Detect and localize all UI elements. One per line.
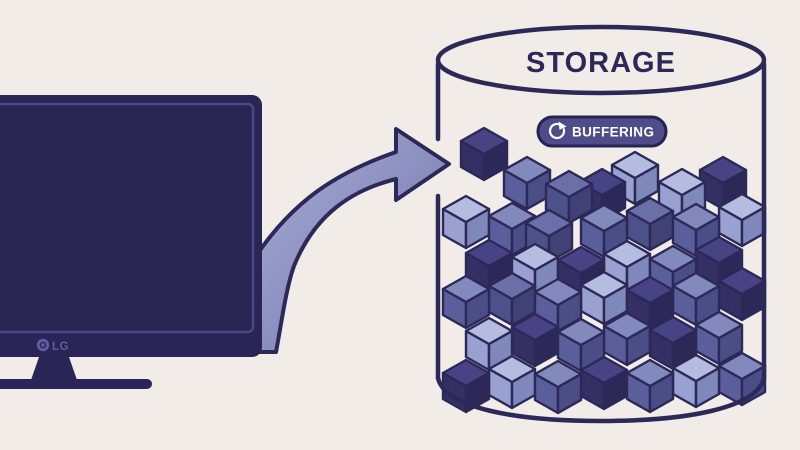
- cube-face: [556, 245, 606, 275]
- flow-arrow: [249, 127, 451, 354]
- cube-face: [671, 271, 721, 301]
- cube-face: [487, 354, 537, 384]
- cube-face: [694, 310, 744, 340]
- storage-cube: [459, 126, 509, 182]
- lg-logo-icon: [36, 338, 50, 352]
- storage-cube: [441, 194, 491, 250]
- cube-face: [510, 312, 560, 342]
- lg-logo: LG: [36, 338, 69, 353]
- storage-cube-field: [441, 126, 767, 415]
- cube-face: [464, 316, 514, 346]
- cube-face: [579, 270, 629, 300]
- refresh-icon-arc: [548, 122, 566, 140]
- refresh-icon: [548, 121, 567, 140]
- flow-arrow-shape: [249, 127, 451, 354]
- cylinder-walls: [435, 61, 767, 424]
- tv-screen: [0, 102, 255, 334]
- cube-face: [602, 311, 652, 341]
- cube-face: [544, 169, 594, 199]
- storage-cube: [610, 150, 660, 206]
- cube-face: [717, 266, 767, 296]
- storage-cube: [487, 354, 537, 410]
- cube-face: [610, 150, 660, 180]
- cube-face: [717, 351, 767, 381]
- storage-cube: [717, 351, 767, 407]
- storage-cube: [510, 312, 560, 368]
- cube-face: [524, 208, 574, 238]
- storage-cube: [579, 203, 629, 259]
- cube-face: [625, 275, 675, 305]
- cube-face: [602, 239, 652, 269]
- cube-face: [441, 274, 491, 304]
- buffering-badge: BUFFERING: [536, 115, 668, 148]
- cube-face: [464, 238, 514, 268]
- storage-cube: [625, 358, 675, 414]
- storage-cube: [579, 270, 629, 326]
- cube-face: [441, 358, 491, 388]
- cube-face: [487, 201, 537, 231]
- tv-stand-neck: [31, 357, 77, 380]
- cube-face: [625, 196, 675, 226]
- cylinder-top-ellipse: [435, 24, 767, 96]
- storage-cylinder: STORAGE: [435, 24, 767, 96]
- cube-face: [533, 359, 583, 389]
- cube-face: [487, 271, 537, 301]
- storage-cube: [698, 155, 748, 211]
- storage-cube: [487, 271, 537, 327]
- buffering-label: BUFFERING: [572, 125, 654, 140]
- cube-face: [694, 235, 744, 265]
- storage-cube: [648, 315, 698, 371]
- cube-face: [671, 353, 721, 383]
- cube-face: [717, 192, 767, 222]
- cube-face: [625, 358, 675, 388]
- buffering-badge-pill: [536, 115, 668, 148]
- storage-cube: [602, 311, 652, 367]
- cube-face: [648, 315, 698, 345]
- cylinder-bottom-arc: [435, 375, 767, 424]
- tv: LG: [0, 95, 262, 389]
- cube-face: [533, 277, 583, 307]
- cube-face: [671, 202, 721, 232]
- cube-face: [459, 126, 509, 156]
- storage-cube: [694, 310, 744, 366]
- lg-logo-icon-detail: [39, 341, 47, 349]
- storage-cube: [502, 155, 552, 211]
- storage-cube: [533, 359, 583, 415]
- cube-face: [579, 203, 629, 233]
- cube-face: [657, 167, 707, 197]
- storage-cube: [671, 353, 721, 409]
- cube-face: [698, 155, 748, 185]
- storage-cube: [625, 196, 675, 252]
- cube-face: [510, 242, 560, 272]
- cube-face: [502, 155, 552, 185]
- storage-cube: [717, 266, 767, 322]
- refresh-icon-arrowhead: [558, 121, 567, 130]
- tv-stand-base: [0, 379, 152, 389]
- lg-logo-text: LG: [52, 341, 69, 353]
- cube-face: [441, 194, 491, 224]
- storage-cube: [441, 358, 491, 414]
- cube-face: [648, 244, 698, 274]
- cube-face: [579, 355, 629, 385]
- storage-cube: [441, 274, 491, 330]
- storage-cube: [717, 192, 767, 248]
- cube-face: [556, 317, 606, 347]
- storage-title: STORAGE: [526, 47, 676, 79]
- storage-cube: [579, 355, 629, 411]
